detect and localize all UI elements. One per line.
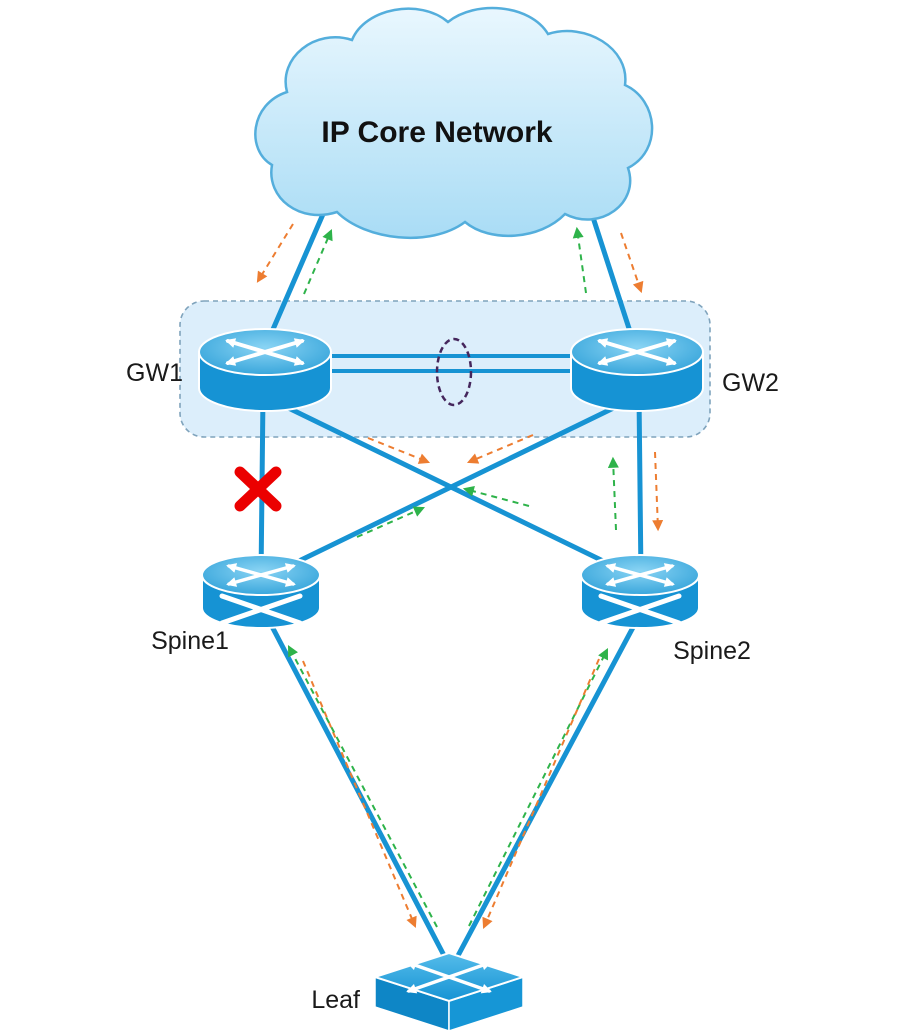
flow-up-leaf-spine2-icon: [468, 648, 608, 927]
link-failure-x-icon: [234, 466, 282, 512]
flow-up-gw2-core-icon: [572, 226, 587, 294]
spine2-label: Spine2: [673, 637, 751, 665]
link-gw2-spine2: [636, 392, 644, 581]
links: [258, 165, 644, 968]
gw1-node: [198, 328, 332, 412]
spine2-node: [580, 554, 700, 629]
spine-cross-icon: [219, 593, 303, 626]
flow-up-gw1-core-icon: [303, 228, 333, 295]
gw1-label: GW1: [126, 359, 183, 387]
node-labels: GW1 GW2 Spine1 Spine2 Leaf: [126, 359, 779, 1014]
router-arrows-icon: [225, 338, 305, 366]
link-spine2-leaf: [450, 615, 641, 968]
gw2-node: [570, 328, 704, 412]
router-arrows-icon: [597, 338, 677, 366]
link-gw1-spine2: [269, 397, 641, 581]
link-spine1-leaf: [263, 612, 452, 968]
flow-down-spine2-leaf-icon: [482, 658, 600, 930]
gw2-label: GW2: [722, 369, 779, 397]
spine1-node: [201, 554, 321, 629]
x-stroke: [234, 466, 282, 512]
flow-up-spine1-gw2-icon: [356, 506, 426, 538]
flow-down-core-gw1-icon: [256, 223, 294, 283]
cloud-icon: [254, 6, 654, 239]
leaf-label: Leaf: [311, 986, 360, 1014]
flow-down-gw2-spine2-icon: [652, 451, 664, 532]
flow-arrows: [256, 223, 664, 930]
spine-cross-icon: [598, 593, 682, 626]
router-arrows-icon: [605, 563, 675, 587]
switch-arrows-icon: [406, 960, 492, 994]
flow-up-leaf-spine1-icon: [287, 645, 438, 928]
flow-down-core-gw2-icon: [620, 232, 644, 294]
router-arrows-icon: [226, 563, 296, 587]
spine1-label: Spine1: [151, 627, 229, 655]
flow-up-spine2-gw2-icon: [607, 456, 619, 531]
flow-down-gw2-spine1-icon: [466, 434, 534, 464]
leaf-node: [371, 951, 527, 1033]
flow-down-spine1-leaf-icon: [302, 660, 417, 929]
flow-up-spine2-gw1-icon: [462, 485, 530, 507]
cloud-label: IP Core Network: [321, 116, 552, 149]
cloud-node: IP Core Network: [254, 6, 654, 239]
link-gw2-spine1: [261, 397, 633, 581]
peer-link-ring-icon: [435, 337, 473, 407]
